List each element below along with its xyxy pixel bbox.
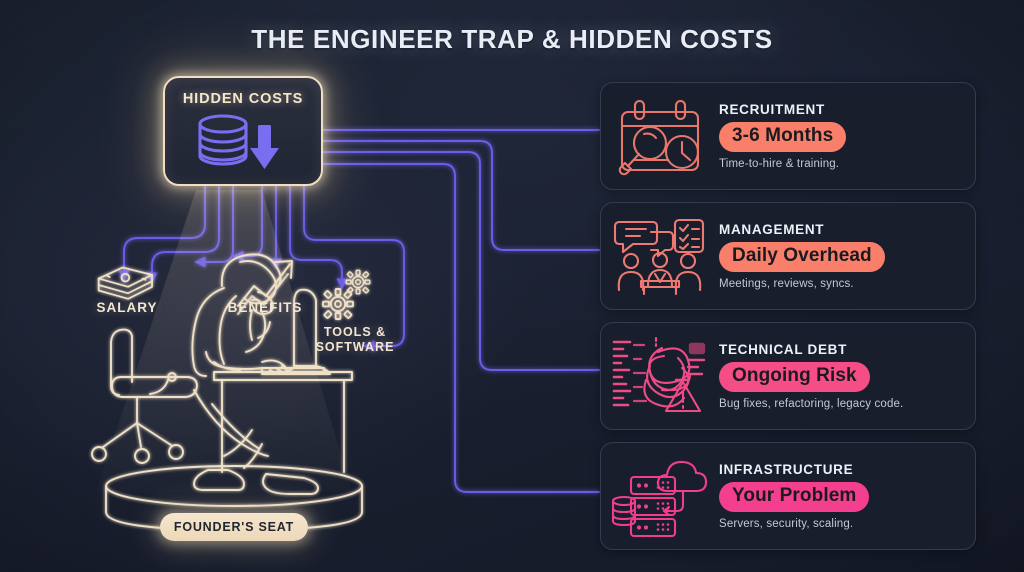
card-description: Time-to-hire & training. <box>719 157 840 170</box>
cost-card-technical-debt[interactable]: TECHNICAL DEBT Ongoing Risk Bug fixes, r… <box>600 322 976 430</box>
cost-card-recruitment[interactable]: RECRUITMENT 3-6 Months Time-to-hire & tr… <box>600 82 976 190</box>
hidden-costs-node[interactable]: HIDDEN COSTS <box>163 76 323 186</box>
hidden-costs-label: HIDDEN COSTS <box>182 91 304 107</box>
page-title: THE ENGINEER TRAP & HIDDEN COSTS <box>251 24 773 54</box>
tangled-knot-warning-icon <box>601 323 719 429</box>
card-title: MANAGEMENT <box>719 222 825 238</box>
card-badge: Your Problem <box>719 482 870 512</box>
card-badge: Ongoing Risk <box>719 362 870 392</box>
card-body: MANAGEMENT Daily Overhead Meetings, revi… <box>719 222 975 290</box>
cost-label-benefits: BENEFITS <box>227 300 303 315</box>
card-title: TECHNICAL DEBT <box>719 342 848 358</box>
coin-stack-down-arrow-icon <box>187 111 299 178</box>
founders-seat-label: FOUNDER'S SEAT <box>173 520 295 534</box>
card-description: Bug fixes, refactoring, legacy code. <box>719 397 904 410</box>
card-badge: Daily Overhead <box>719 242 885 272</box>
cost-card-infrastructure[interactable]: INFRASTRUCTURE Your Problem Servers, sec… <box>600 442 976 550</box>
cost-label-tools: TOOLS & SOFTWARE <box>305 325 405 354</box>
card-body: RECRUITMENT 3-6 Months Time-to-hire & tr… <box>719 102 975 170</box>
founders-seat-badge: FOUNDER'S SEAT <box>160 513 308 541</box>
card-description: Servers, security, scaling. <box>719 517 854 530</box>
server-rack-cloud-database-icon <box>601 443 719 549</box>
cost-card-management[interactable]: MANAGEMENT Daily Overhead Meetings, revi… <box>600 202 976 310</box>
card-body: INFRASTRUCTURE Your Problem Servers, sec… <box>719 462 975 530</box>
cost-label-tools-line2: SOFTWARE <box>315 339 395 354</box>
card-title: INFRASTRUCTURE <box>719 462 854 478</box>
card-badge: 3-6 Months <box>719 122 847 152</box>
calendar-magnifier-clock-icon <box>601 83 719 189</box>
card-description: Meetings, reviews, syncs. <box>719 277 854 290</box>
card-title: RECRUITMENT <box>719 102 825 118</box>
card-body: TECHNICAL DEBT Ongoing Risk Bug fixes, r… <box>719 342 975 410</box>
meeting-people-chat-checklist-icon <box>601 203 719 309</box>
cost-label-salary: SALARY <box>96 300 158 315</box>
cost-label-tools-line1: TOOLS & <box>323 325 387 339</box>
